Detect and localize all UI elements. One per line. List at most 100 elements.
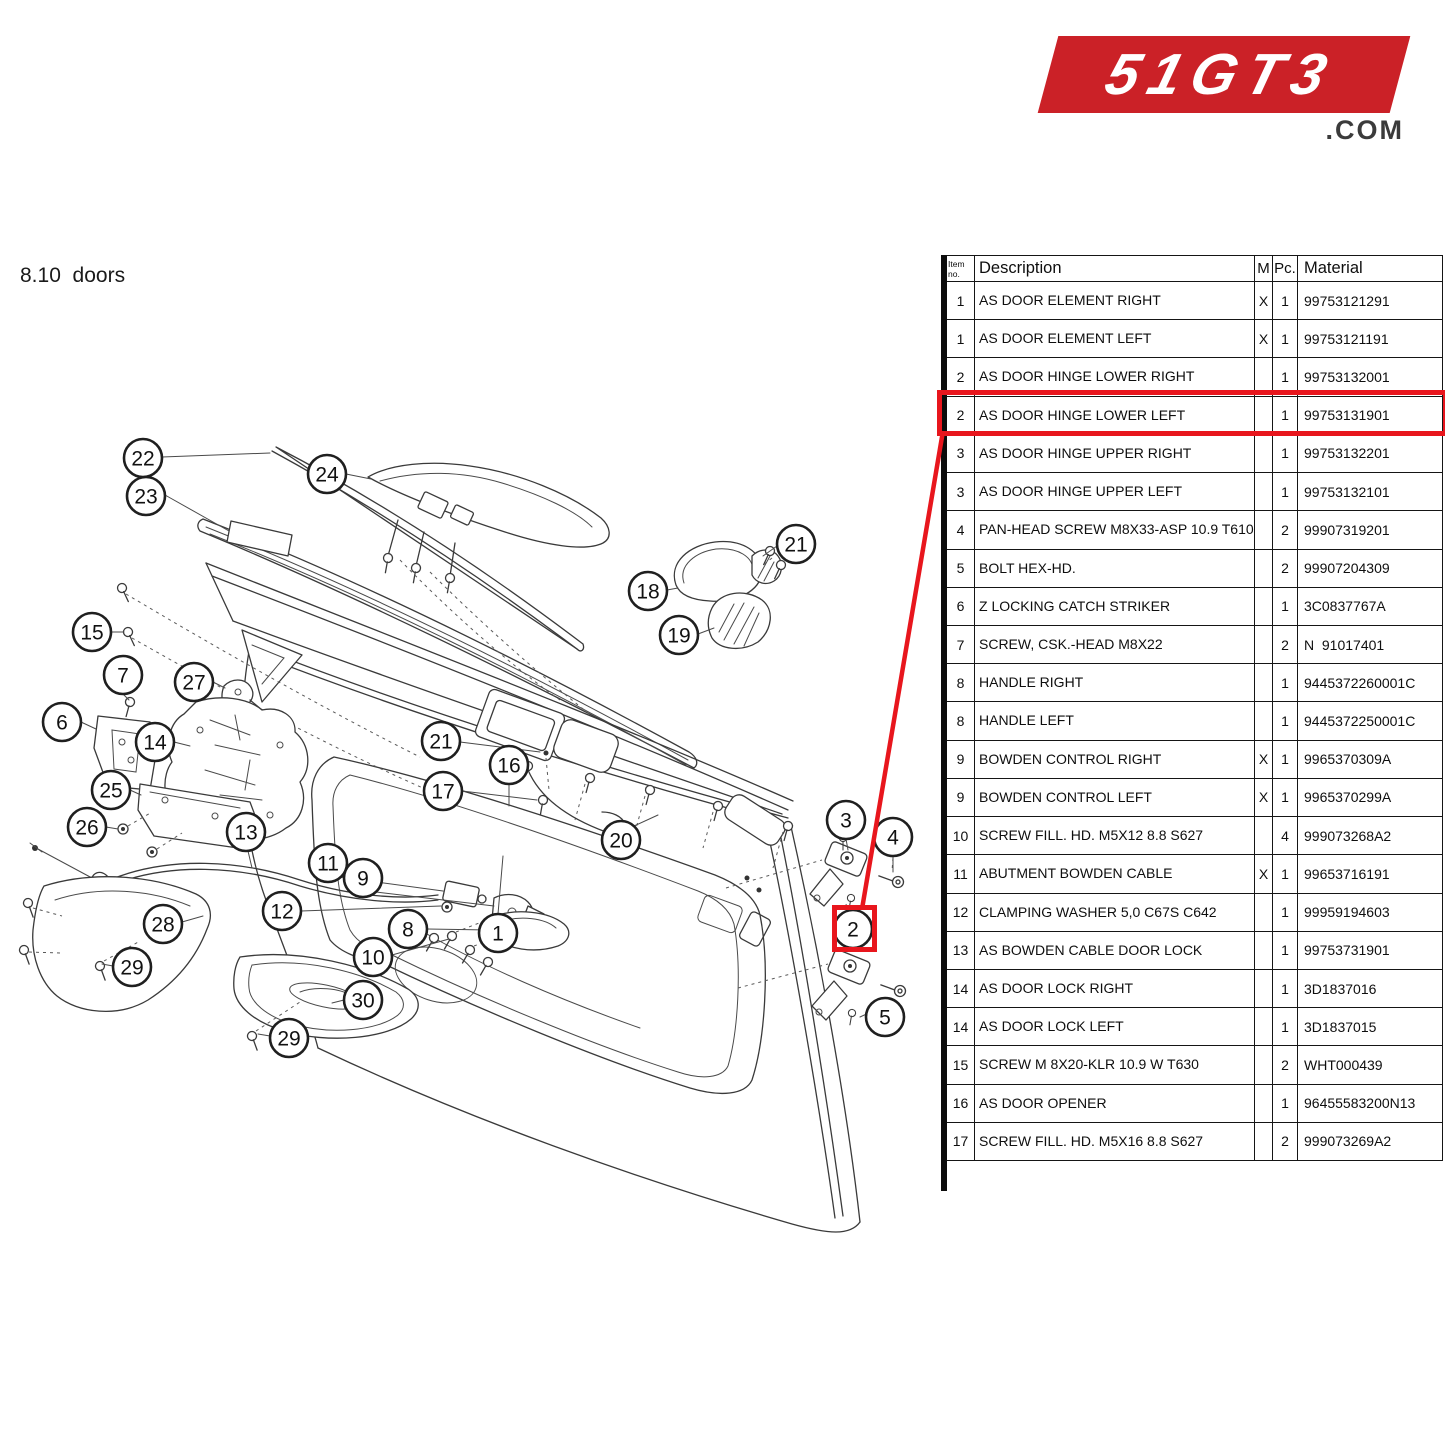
table-cell: 99753132201 (1298, 434, 1443, 474)
callout-29: 29 (268, 1017, 310, 1059)
svg-text:8: 8 (402, 919, 414, 942)
callout-30: 30 (342, 979, 384, 1021)
callout-1: 1 (477, 912, 519, 954)
col-header-item: Item no. (947, 256, 975, 282)
table-cell: 1 (1273, 778, 1298, 818)
table-cell: 1 (1273, 282, 1298, 321)
table-cell: 1 (1273, 702, 1298, 741)
table-cell: 99753132101 (1298, 473, 1443, 512)
svg-text:11: 11 (317, 853, 339, 876)
table-cell: 17 (947, 1122, 975, 1162)
callout-11: 11 (307, 842, 349, 884)
table-cell (1255, 511, 1273, 550)
svg-text:6: 6 (56, 712, 68, 735)
table-cell: 4 (1273, 817, 1298, 856)
clip-nuts (117, 811, 183, 858)
table-cell: 999073269A2 (1298, 1122, 1443, 1162)
callout-16: 16 (488, 744, 530, 786)
col-header-m: M (1255, 256, 1273, 282)
callout-4: 4 (872, 816, 914, 858)
svg-text:4: 4 (887, 827, 899, 850)
svg-text:9: 9 (357, 868, 369, 891)
table-cell (1255, 1046, 1273, 1085)
table-cell: 14 (947, 1008, 975, 1047)
table-cell (1255, 625, 1273, 665)
table-cell: 3C0837767A (1298, 587, 1443, 626)
callout-15: 15 (71, 611, 113, 653)
callout-22: 22 (122, 437, 164, 479)
table-cell: 3D1837015 (1298, 1008, 1443, 1047)
table-cell: 10 (947, 817, 975, 856)
table-cell: 1 (1273, 740, 1298, 779)
table-cell: ABUTMENT BOWDEN CABLE (975, 855, 1255, 894)
svg-text:24: 24 (315, 464, 339, 487)
col-header-pc: Pc. (1273, 256, 1298, 282)
svg-text:25: 25 (99, 780, 122, 803)
table-cell: 8 (947, 702, 975, 741)
callout-29: 29 (111, 946, 153, 988)
callout-12: 12 (261, 890, 303, 932)
table-cell: BOWDEN CONTROL RIGHT (975, 740, 1255, 779)
callout-17: 17 (422, 770, 464, 812)
table-cell: 99907319201 (1298, 511, 1443, 550)
table-cell: X (1255, 740, 1273, 779)
svg-text:7: 7 (117, 665, 129, 688)
table-cell: 1 (1273, 434, 1298, 474)
table-cell: X (1255, 855, 1273, 894)
svg-text:2: 2 (847, 919, 859, 942)
table-cell: AS DOOR HINGE UPPER RIGHT (975, 434, 1255, 474)
svg-text:21: 21 (784, 534, 807, 557)
clamping-washer (441, 901, 453, 913)
table-cell: HANDLE LEFT (975, 702, 1255, 741)
logo-domain-text: .COM (1325, 115, 1404, 145)
table-cell: X (1255, 778, 1273, 818)
callout-14: 14 (134, 721, 176, 763)
table-cell: 8 (947, 664, 975, 703)
table-cell: 7 (947, 625, 975, 665)
table-cell: 1 (1273, 931, 1298, 970)
table-cell: 999073268A2 (1298, 817, 1443, 856)
table-cell: X (1255, 282, 1273, 321)
svg-text:5: 5 (879, 1007, 891, 1030)
callout-3: 3 (825, 799, 867, 841)
table-cell: 99753121191 (1298, 320, 1443, 359)
table-cell: AS DOOR HINGE UPPER LEFT (975, 473, 1255, 512)
table-cell: 15 (947, 1046, 975, 1085)
callout-8: 8 (387, 908, 429, 950)
svg-text:13: 13 (234, 822, 257, 845)
table-cell (1255, 549, 1273, 588)
table-cell: AS DOOR OPENER (975, 1084, 1255, 1123)
door-pocket (233, 954, 419, 1053)
svg-text:15: 15 (80, 622, 103, 645)
table-cell: 9965370299A (1298, 778, 1443, 818)
callout-27: 27 (173, 661, 215, 703)
site-logo: 51GT3 .COM (1030, 30, 1420, 150)
svg-text:29: 29 (277, 1028, 300, 1051)
svg-text:10: 10 (361, 947, 384, 970)
col-header-material: Material (1298, 256, 1443, 282)
callout-2: 2 (832, 908, 874, 950)
callout-18: 18 (627, 570, 669, 612)
membrane (17, 876, 211, 1012)
table-cell: AS DOOR ELEMENT LEFT (975, 320, 1255, 359)
table-cell: AS BOWDEN CABLE DOOR LOCK (975, 931, 1255, 970)
table-cell: 1 (1273, 893, 1298, 932)
svg-text:18: 18 (636, 581, 659, 604)
callout-21: 21 (775, 523, 817, 565)
table-cell: 1 (947, 320, 975, 359)
table-cell: 9 (947, 740, 975, 779)
table-cell: 4 (947, 511, 975, 550)
table-cell: 11 (947, 855, 975, 894)
table-cell: AS DOOR ELEMENT RIGHT (975, 282, 1255, 321)
callout-10: 10 (352, 936, 394, 978)
table-cell: BOLT HEX-HD. (975, 549, 1255, 588)
callout-6: 6 (41, 701, 83, 743)
hinge-bolt-upper (844, 871, 906, 911)
table-cell: 99907204309 (1298, 549, 1443, 588)
table-cell (1255, 702, 1273, 741)
table-cell: 99653716191 (1298, 855, 1443, 894)
table-cell (1255, 969, 1273, 1009)
mirror-glass (707, 592, 771, 649)
mirror-screws (758, 544, 788, 582)
table-cell: 2 (1273, 549, 1298, 588)
